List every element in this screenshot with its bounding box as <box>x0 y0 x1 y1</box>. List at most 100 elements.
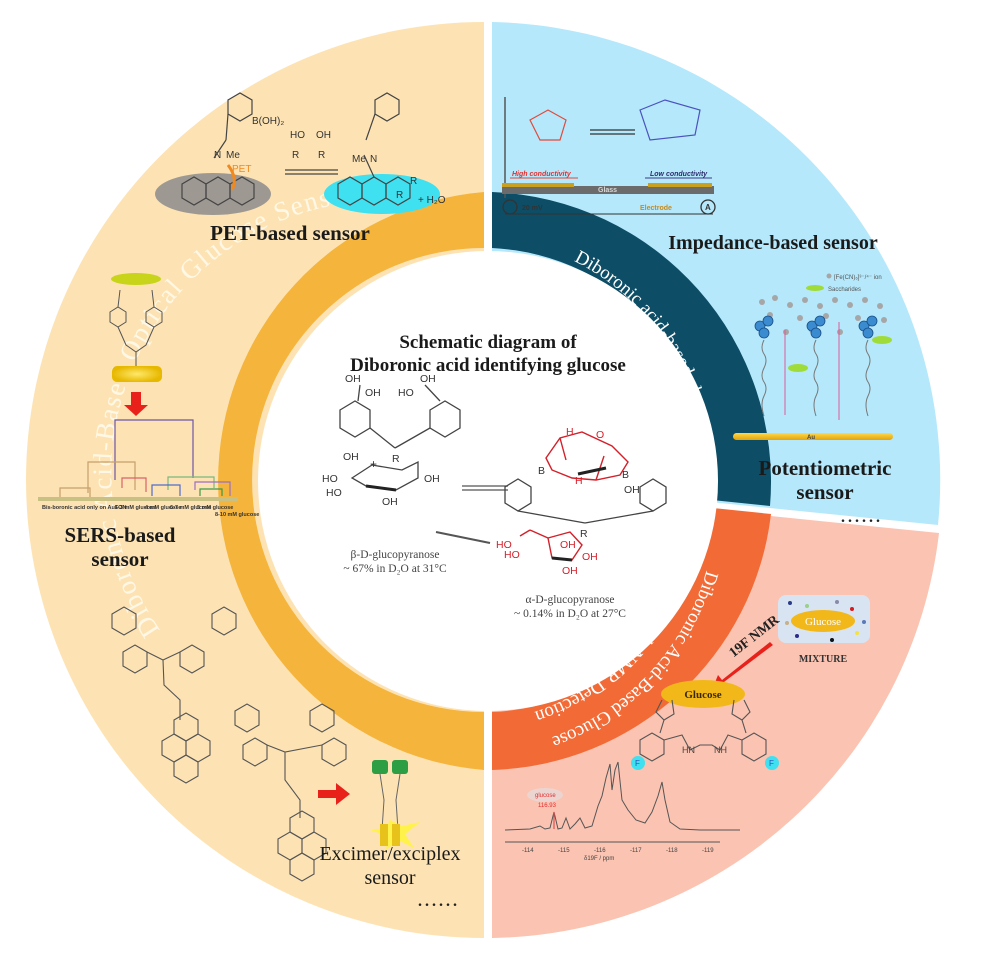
svg-text:δ19F / ppm: δ19F / ppm <box>584 856 614 862</box>
excimer-scheme <box>111 606 347 882</box>
impedance-sensor-label: Impedance-based sensor <box>668 232 878 254</box>
redox-units <box>754 315 878 339</box>
svg-text:OH: OH <box>624 484 640 496</box>
svg-text:OH: OH <box>382 496 398 508</box>
sers-red-arrow <box>124 392 148 416</box>
potentiometric-sensor-label-2: sensor <box>796 480 854 504</box>
impedance-scheme: High conductivity Low conductivity Glass… <box>502 97 716 215</box>
gold-nanostructure <box>112 366 162 382</box>
svg-text:HO: HO <box>496 539 512 551</box>
svg-text:HO: HO <box>398 387 414 399</box>
pet-arrow <box>226 164 236 191</box>
center-title-line2: Diboronic acid identifying glucose <box>350 355 626 376</box>
mixture-label: MIXTURE <box>799 654 848 665</box>
svg-text:N: N <box>214 150 221 161</box>
svg-text:+: + <box>370 457 377 471</box>
svg-text:A: A <box>705 203 711 212</box>
svg-text:HO: HO <box>504 549 520 561</box>
nmr-red-arrow <box>712 642 773 690</box>
svg-text:OH: OH <box>562 565 578 577</box>
beta-glucopyranose-note: ~ 67% in D₂O at 31°C <box>343 563 447 575</box>
svg-text:20 mV: 20 mV <box>522 205 543 212</box>
svg-text:OH: OH <box>316 130 331 141</box>
svg-text:116.93: 116.93 <box>538 803 557 809</box>
svg-text:OH: OH <box>343 451 359 463</box>
saccharide-legend-icon <box>806 285 824 291</box>
svg-text:OH: OH <box>424 473 440 485</box>
svg-text:glucose: glucose <box>535 793 556 799</box>
svg-text:-118: -118 <box>666 848 678 854</box>
fluorine-marker-right <box>765 756 779 770</box>
svg-text:B: B <box>622 469 629 481</box>
svg-text:B(OH)₂: B(OH)₂ <box>252 116 284 127</box>
svg-text:HO: HO <box>322 473 338 485</box>
svg-text:N: N <box>370 154 377 165</box>
potentiometric-sensor-label-1: Potentiometric <box>758 456 892 480</box>
pet-sensor-label: PET-based sensor <box>210 221 370 245</box>
svg-text:Bis-boronic acid only on AuFON: Bis-boronic acid only on AuFON <box>42 505 126 511</box>
svg-text:R: R <box>318 150 325 161</box>
optical-banner-ring <box>218 192 484 770</box>
svg-text:H: H <box>566 426 574 438</box>
center-disc <box>258 251 718 711</box>
svg-text:+ H₂O: + H₂O <box>418 195 446 206</box>
electrode-right <box>648 183 712 187</box>
center-title-line1: Schematic diagram of <box>399 332 577 353</box>
svg-text:Saccharides: Saccharides <box>828 287 861 293</box>
cyan-highlight-ellipse <box>324 174 440 214</box>
svg-text:F: F <box>635 759 640 768</box>
nmr-banner-ring <box>492 508 771 770</box>
mixture-glucose-ellipse <box>791 610 855 632</box>
excimer-more-dots: ...... <box>418 893 460 910</box>
svg-text:-114: -114 <box>522 848 534 854</box>
dendrogram-leaves <box>38 497 238 501</box>
sers-glucose-ellipse <box>111 273 161 285</box>
svg-text:Low conductivity: Low conductivity <box>650 171 708 178</box>
svg-text:4 mM glucose: 4 mM glucose <box>145 505 181 511</box>
excimer-sensor-label-1: Excimer/exciplex <box>319 843 461 865</box>
svg-text:8-10 mM glucose: 8-10 mM glucose <box>215 512 259 518</box>
svg-text:H: H <box>575 475 583 487</box>
excimer-cartoon <box>370 760 420 850</box>
svg-text:NH: NH <box>714 745 727 755</box>
svg-text:[Fe(CN)₆]³⁻/⁴⁻ ion: [Fe(CN)₆]³⁻/⁴⁻ ion <box>834 274 882 281</box>
svg-text:OH: OH <box>420 373 436 385</box>
electrode-left <box>502 183 574 187</box>
svg-text:O: O <box>596 429 604 441</box>
alpha-furanose <box>547 531 583 561</box>
center-chemistry <box>339 384 667 562</box>
complex-glucose-label: Glucose <box>684 689 721 701</box>
svg-text:F: F <box>769 759 774 768</box>
sers-sensor-label-2: sensor <box>91 547 149 571</box>
alpha-glucopyranose-note: ~ 0.14% in D₂O at 27°C <box>514 608 626 620</box>
svg-text:HO: HO <box>326 487 342 499</box>
sers-sensor-label-1: SERS-based <box>64 523 176 547</box>
glass-substrate <box>502 186 714 194</box>
svg-text:OH: OH <box>345 373 361 385</box>
beta-glucopyranose-name: β-D-glucopyranose <box>350 549 440 561</box>
svg-text:R: R <box>396 190 403 201</box>
svg-text:-116: -116 <box>594 848 606 854</box>
svg-text:R: R <box>410 176 417 187</box>
svg-text:-119: -119 <box>702 848 714 854</box>
svg-text:PET: PET <box>232 164 251 175</box>
svg-text:Me: Me <box>352 154 366 165</box>
equilibrium-arrow-low <box>435 531 491 544</box>
mixture-dots <box>785 600 866 642</box>
svg-text:Glass: Glass <box>598 187 617 194</box>
svg-text:-117: -117 <box>630 848 642 854</box>
glucose-furanose-bound <box>545 431 629 481</box>
svg-text:R: R <box>580 528 588 540</box>
potentiometric-scheme: [Fe(CN)₆]³⁻/⁴⁻ ion Saccharides Au <box>733 273 893 441</box>
fluorine-marker-left <box>631 756 645 770</box>
alpha-glucopyranose-name: α-D-glucopyranose <box>525 594 615 606</box>
mixture-glucose-label: Glucose <box>805 616 841 628</box>
nmr-spectrum <box>504 761 740 831</box>
potentiometric-more-dots: ...... <box>841 509 883 526</box>
sers-scheme: Bis-boronic acid only on AuFON 1-3 mM gl… <box>38 273 259 518</box>
excimer-red-arrow <box>318 783 350 805</box>
svg-text:OH: OH <box>560 539 576 551</box>
electro-banner-ring <box>492 192 772 506</box>
